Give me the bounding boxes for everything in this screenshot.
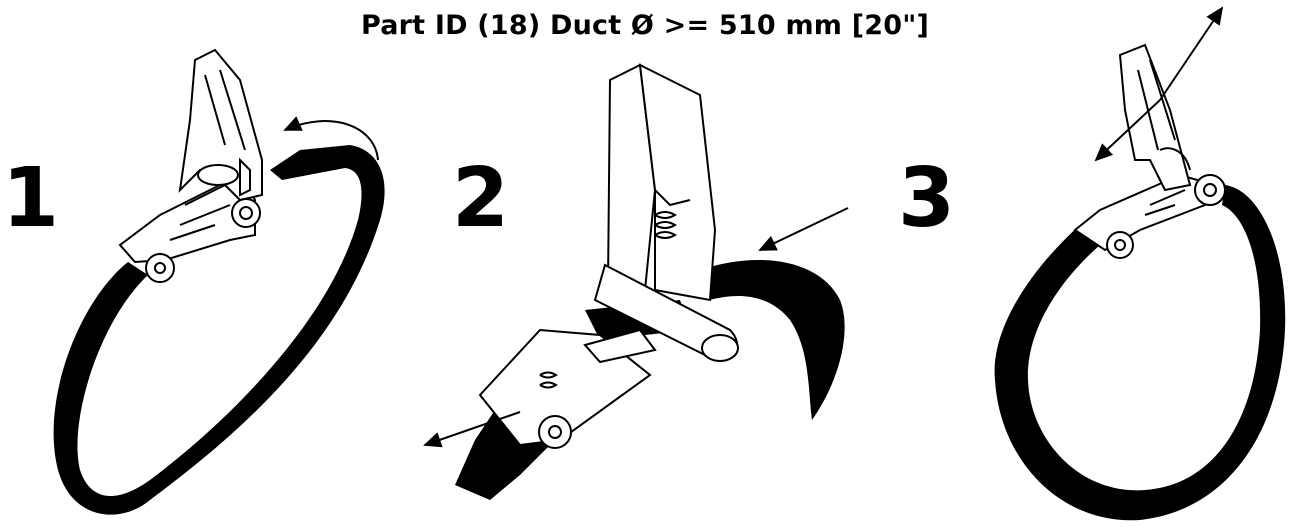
ratchet-buckle-3 xyxy=(1073,43,1226,259)
ratchet-buckle-1 xyxy=(118,48,263,283)
release-arrow-down xyxy=(1094,99,1161,162)
strap-loop-1 xyxy=(53,145,385,515)
strap-curve-2 xyxy=(700,260,845,420)
pull-arrow-left xyxy=(423,411,521,448)
ratchet-buckle-2 xyxy=(478,63,739,449)
page-title: Part ID (18) Duct Ø >= 510 mm [20"] xyxy=(360,10,930,41)
insert-arrow-right xyxy=(758,207,849,251)
step-number-2: 2 xyxy=(452,151,510,246)
step-1-illustration xyxy=(53,48,385,515)
step-number-1: 1 xyxy=(2,151,60,246)
step-2-illustration xyxy=(423,63,849,500)
release-arrow-up xyxy=(1159,6,1224,101)
step-3-illustration xyxy=(994,6,1286,521)
strap-loop-3 xyxy=(994,185,1286,521)
rotate-arrow-1 xyxy=(283,116,379,161)
step-number-3: 3 xyxy=(898,151,956,246)
